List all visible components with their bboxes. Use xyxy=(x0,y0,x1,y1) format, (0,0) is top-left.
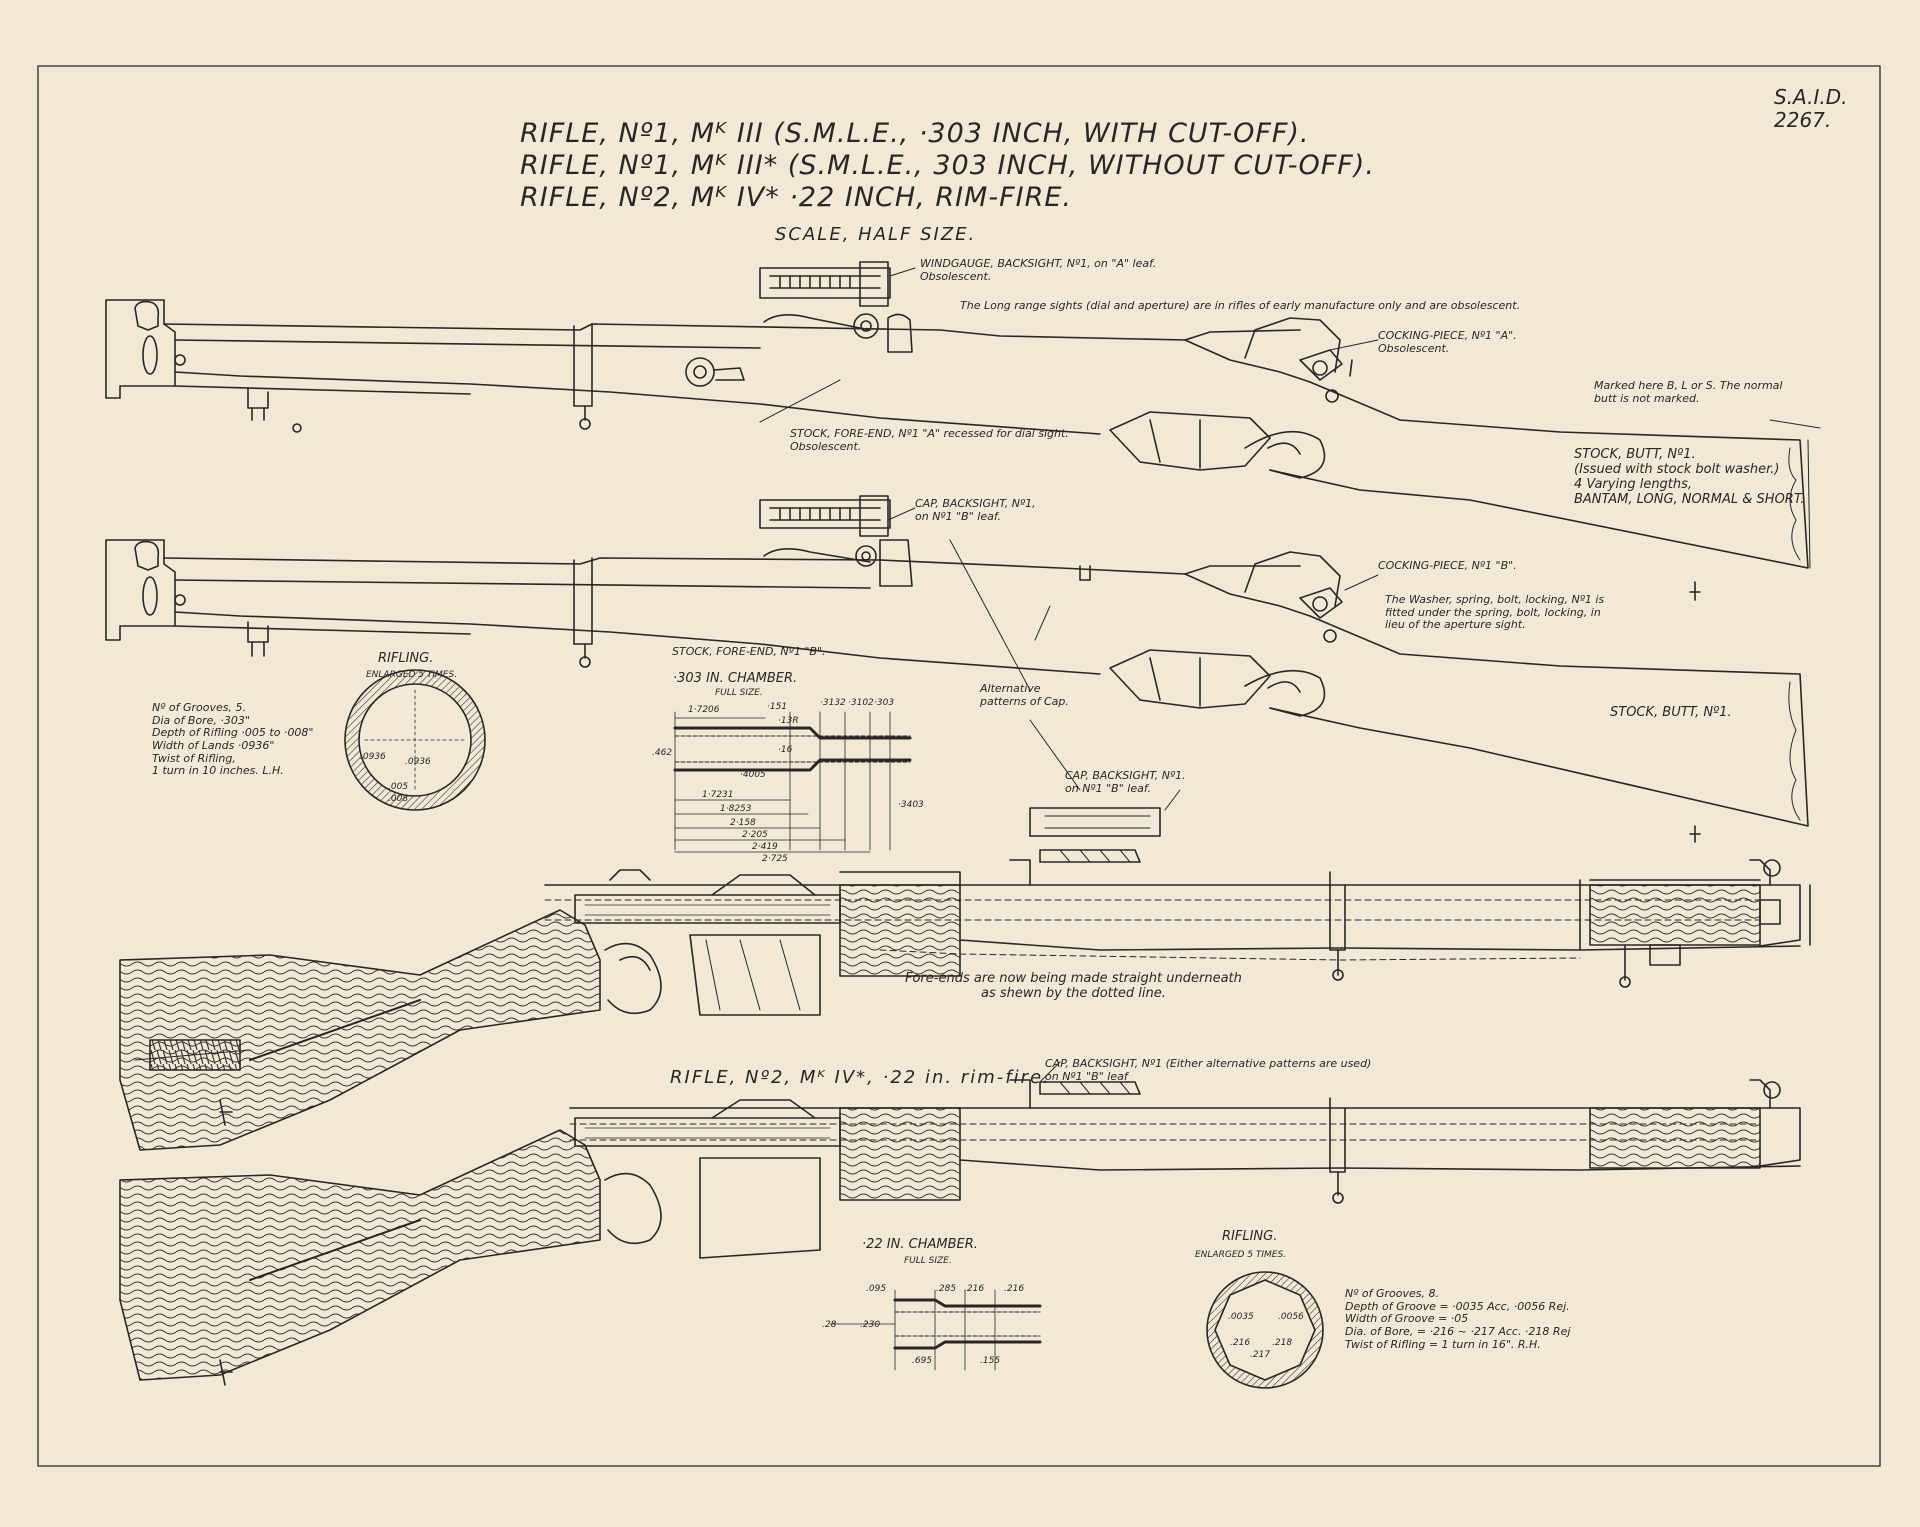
chamber-303-dim: ·3132 xyxy=(820,698,846,708)
rifle-no1-cutaway xyxy=(119,859,1811,1151)
chamber-303-dim: ·151 xyxy=(767,702,788,712)
callout-alternative-patterns: Alternative patterns of Cap. xyxy=(980,682,1069,708)
chamber-303-dim: 1·7231 xyxy=(702,790,734,800)
chamber-303-dim: ·13R xyxy=(778,716,799,726)
rifling-22-notes: Nº of Grooves, 8. Depth of Groove = ·003… xyxy=(1345,1287,1571,1351)
title-line-1: RIFLE, Nº1, Mᴷ III (S.M.L.E., ·303 INCH,… xyxy=(520,118,1310,149)
rifling-303-subtitle: ENLARGED 5 TIMES. xyxy=(366,670,458,680)
nosecap xyxy=(105,299,176,399)
rifling-22-title: RIFLING. xyxy=(1222,1229,1278,1244)
chamber-303-section xyxy=(673,711,912,853)
callout-fore-end-a: STOCK, FORE-END, Nº1 "A" recessed for di… xyxy=(790,427,1069,453)
rifling-303-dim: .008 xyxy=(388,794,409,804)
chamber-22-subtitle: FULL SIZE. xyxy=(904,1256,952,1266)
rifling-22-dim: .218 xyxy=(1272,1338,1293,1348)
chamber-303-dim: 1·8253 xyxy=(720,804,752,814)
callout-long-range-sights: The Long range sights (dial and aperture… xyxy=(960,299,1521,312)
chamber-22-dim: .28 xyxy=(822,1320,837,1330)
rifling-22-dim: .0035 xyxy=(1228,1312,1254,1322)
rifling-303-section xyxy=(344,669,486,811)
chamber-22-section xyxy=(829,1289,1042,1371)
callout-cap-backsight-no1: CAP, BACKSIGHT, Nº1 (Either alternative … xyxy=(1045,1057,1372,1083)
chamber-303-dim: ·16 xyxy=(778,745,793,755)
callout-stock-butt-2: STOCK, BUTT, Nº1. xyxy=(1610,705,1732,720)
rifling-303-dim: .0936 xyxy=(360,752,386,762)
rifling-303-dim: .0936 xyxy=(405,757,431,767)
rifling-22-dim: .0056 xyxy=(1278,1312,1304,1322)
chamber-22-dim: .155 xyxy=(980,1356,1001,1366)
title-line-2: RIFLE, Nº1, Mᴷ III* (S.M.L.E., 303 INCH,… xyxy=(520,150,1375,181)
callout-cap-backsight-alt: CAP, BACKSIGHT, Nº1. on Nº1 "B" leaf. xyxy=(1065,769,1186,795)
chamber-22-dim: .695 xyxy=(912,1356,933,1366)
rifle-no1-mk3star-exterior xyxy=(105,495,1809,843)
callout-cap-backsight-b: CAP, BACKSIGHT, Nº1, on Nº1 "B" leaf. xyxy=(915,497,1036,523)
callout-butt-marking: Marked here B, L or S. The normal butt i… xyxy=(1594,379,1783,405)
chamber-303-dim: .462 xyxy=(652,748,673,758)
callout-fore-ends-straight: Fore-ends are now being made straight un… xyxy=(905,971,1242,1001)
cap-backsight-b xyxy=(759,499,891,529)
rifle-no2-title: RIFLE, Nº2, Mᴷ IV*, ·22 in. rim-fire. xyxy=(670,1067,1051,1088)
barrel-upper xyxy=(163,323,1301,341)
chamber-303-dim: 2·205 xyxy=(742,830,768,840)
chamber-22-dim: .095 xyxy=(866,1284,887,1294)
chamber-303-dim: ·4005 xyxy=(740,770,766,780)
sheet-border xyxy=(37,65,1881,1467)
rifle-no2-mk4-cutaway xyxy=(119,807,1801,1386)
chamber-303-subtitle: FULL SIZE. xyxy=(715,688,763,698)
drawing-reference-number: S.A.I.D. 2267. xyxy=(1774,85,1848,132)
callout-cocking-piece-b: COCKING-PIECE, Nº1 "B". xyxy=(1378,559,1517,572)
chamber-303-dim: 2·419 xyxy=(752,842,778,852)
chamber-303-dim: 2·158 xyxy=(730,818,756,828)
callout-cocking-piece-a: COCKING-PIECE, Nº1 "A". Obsolescent. xyxy=(1378,329,1517,355)
chamber-303-dim: ·303 xyxy=(874,698,895,708)
chamber-303-dim: ·3102 xyxy=(848,698,874,708)
fore-end xyxy=(174,371,1101,435)
chamber-22-dim: .216 xyxy=(1004,1284,1025,1294)
chamber-22-dim: .285 xyxy=(936,1284,957,1294)
rifling-22-dim: .217 xyxy=(1250,1350,1271,1360)
trigger-guard xyxy=(1244,430,1326,479)
callout-fore-end-b: STOCK, FORE-END, Nº1 "B". xyxy=(672,645,826,658)
scale-note: SCALE, HALF SIZE. xyxy=(775,224,977,245)
title-line-3: RIFLE, Nº2, Mᴷ IV* ·22 INCH, RIM-FIRE. xyxy=(520,182,1072,213)
rifling-22-subtitle: ENLARGED 5 TIMES. xyxy=(1195,1250,1287,1260)
chamber-22-dim: .230 xyxy=(860,1320,881,1330)
butt-stock xyxy=(1269,381,1809,569)
chamber-22-title: ·22 IN. CHAMBER. xyxy=(862,1237,978,1252)
rifling-303-dim: .005 xyxy=(388,782,409,792)
rifling-22-section xyxy=(1206,1271,1324,1389)
chamber-303-title: ·303 IN. CHAMBER. xyxy=(673,671,798,686)
magazine xyxy=(1109,411,1271,471)
rifling-303-notes: Nº of Grooves, 5. Dia of Bore, ·303" Dep… xyxy=(152,701,314,778)
callout-windgauge: WINDGAUGE, BACKSIGHT, Nº1, on "A" leaf. … xyxy=(920,257,1157,283)
rifling-303-title: RIFLING. xyxy=(378,651,434,666)
windgauge-backsight xyxy=(759,267,891,299)
rifle-no1-mk3-exterior xyxy=(105,261,1811,601)
rifling-22-dim: .216 xyxy=(1230,1338,1251,1348)
callout-washer: The Washer, spring, bolt, locking, Nº1 i… xyxy=(1385,593,1605,632)
callout-stock-butt-1: STOCK, BUTT, Nº1. (Issued with stock bol… xyxy=(1574,447,1805,507)
middle-band xyxy=(573,323,593,407)
chamber-303-dim: 2·725 xyxy=(762,854,788,864)
chamber-303-dim: 1·7206 xyxy=(688,705,720,715)
chamber-303-dim: ·3403 xyxy=(898,800,924,810)
chamber-22-dim: .216 xyxy=(964,1284,985,1294)
